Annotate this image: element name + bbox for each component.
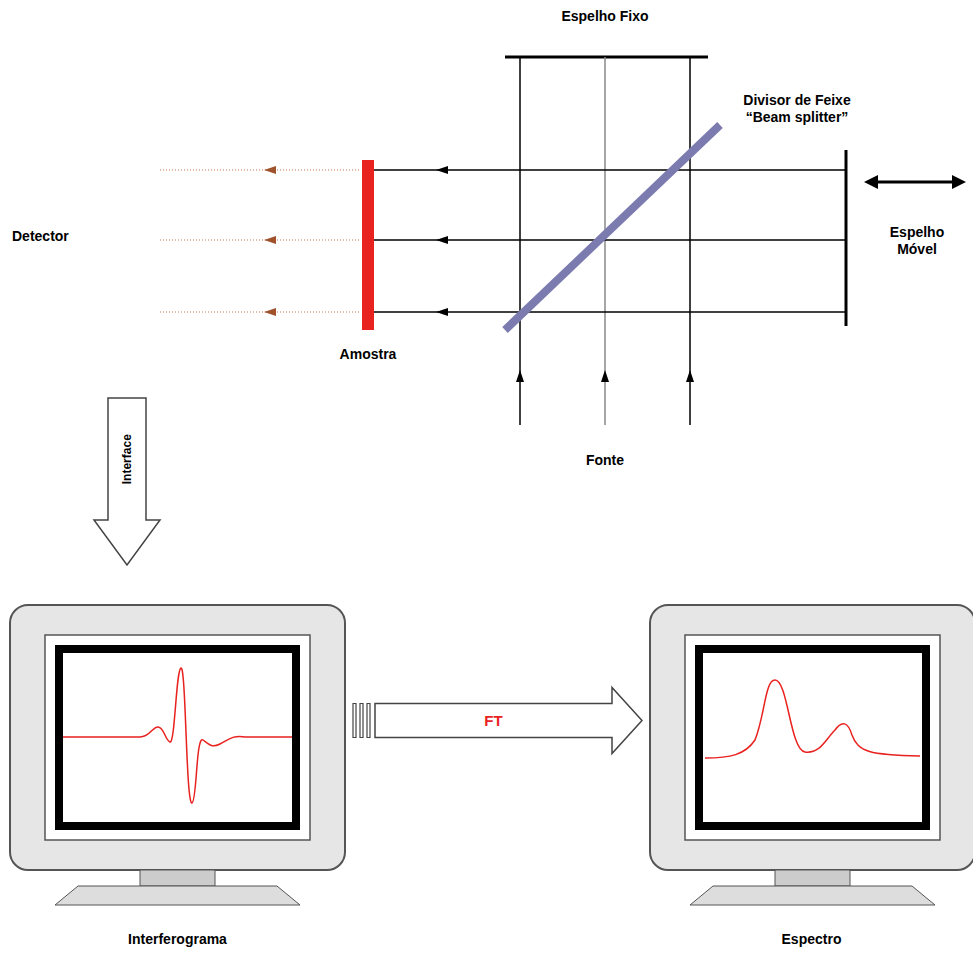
monitor-box: Interferograma [10, 605, 345, 955]
part-label: Amostra [318, 346, 418, 363]
interface-arrow [94, 398, 160, 565]
monitor-caption: Espectro [650, 931, 973, 947]
fixed-mirror [505, 56, 708, 59]
arrow-tail-bar [367, 704, 370, 738]
part-label: Espelho Fixo [555, 8, 655, 25]
detector-rays [160, 170, 360, 312]
monitor-right [650, 605, 973, 905]
beam-splitter [505, 125, 720, 330]
hollow-arrow [375, 688, 642, 754]
transform-arrow [353, 688, 642, 754]
monitor-caption: Interferograma [10, 931, 345, 947]
part-label: Divisor de Feixe “Beam splitter” [722, 92, 872, 126]
monitor-left [10, 605, 345, 905]
arrow-tail-bar [353, 704, 356, 738]
source-arrowheads [516, 370, 694, 382]
movable-mirror [845, 150, 848, 326]
double-arrow [864, 175, 966, 189]
monitor-box: Espectro [650, 605, 973, 955]
sample [362, 160, 374, 330]
ray-arrowheads [436, 166, 448, 316]
part-label: Detector [12, 228, 102, 245]
vertical-rays [520, 57, 690, 425]
part-label: Fonte [555, 452, 655, 469]
part-label: Espelho Móvel [872, 224, 962, 258]
arrow-tail-bar [360, 704, 363, 738]
edge-label: FT [484, 712, 502, 729]
arrow-label: Interface [120, 409, 134, 509]
detector-arrowheads [264, 166, 276, 316]
horizontal-rays [373, 170, 845, 312]
